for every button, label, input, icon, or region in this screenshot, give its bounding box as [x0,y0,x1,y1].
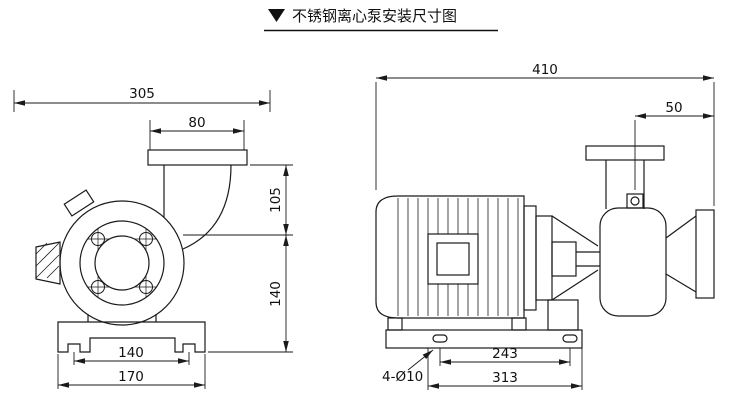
dim-overall-length: 410 [375,62,715,206]
dim-text-313: 313 [492,370,518,386]
discharge-flange-side [585,145,665,161]
dim-text-410: 410 [532,62,558,78]
triangle-down-icon [268,9,285,22]
inlet-hatching [35,242,60,279]
volute-casing [59,200,185,326]
side-view [375,145,715,349]
dim-base-length: 313 [427,348,583,390]
vent-plug [626,193,644,209]
dim-text-243: 243 [492,346,518,362]
outlet-pipe [163,164,232,250]
dim-text-50: 50 [665,100,682,116]
discharge-pipe-side [585,145,665,209]
motor-feet [387,317,527,331]
bearing-bracket [523,205,600,331]
dim-flange-width: 80 [149,115,245,150]
inlet-nozzle [35,241,61,285]
casing-bolt-holes [87,228,157,298]
bolt-hole-center-marks [87,228,157,298]
baseplate [385,329,583,349]
suction-flange [695,209,715,299]
suction-cone [665,215,697,293]
dim-bolt-spacing: 243 [439,346,571,366]
title-block: 不锈钢离心泵安装尺寸图 [264,7,498,32]
dim-text-170: 170 [118,369,144,385]
casing-plug-fitting [63,189,95,217]
dim-center-to-base: 140 [208,235,293,353]
dim-overall-width: 305 [13,86,271,112]
baseplate-slot-right [562,334,578,343]
motor-terminal-box [427,233,479,285]
coupling [551,241,577,277]
pump-casing-side [599,207,667,317]
drawing-title: 不锈钢离心泵安装尺寸图 [292,7,457,25]
bolt-holes-callout: 4-Ø10 [382,349,434,385]
discharge-flange [147,149,248,166]
dim-text-305: 305 [129,86,155,102]
dim-vent-to-suction: 50 [634,100,714,190]
front-view [35,149,248,353]
bracket-pedestal [547,299,579,331]
support-pedestal [87,314,157,322]
dim-foot-spacing: 140 [73,345,190,365]
dim-text-140-horizontal: 140 [118,345,144,361]
dim-text-140-vertical: 140 [268,281,284,307]
baseplate-slot-left [432,334,448,343]
dim-base-width: 170 [57,354,206,389]
mounting-base [57,321,206,353]
bolt-holes-label: 4-Ø10 [382,369,423,385]
dim-text-105: 105 [268,187,284,213]
dim-flange-to-center: 105 [183,164,293,236]
dim-text-80: 80 [188,115,205,131]
